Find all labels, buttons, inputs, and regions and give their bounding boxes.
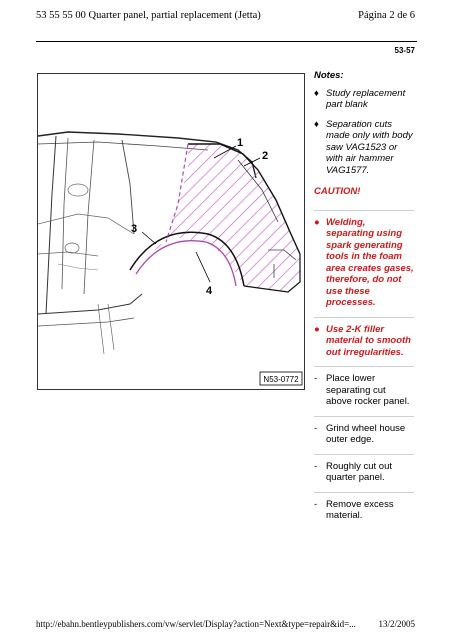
divider <box>314 209 414 211</box>
figure-id: N53-0772 <box>263 375 299 384</box>
callout-1: 1 <box>237 137 243 149</box>
diamond-bullet-icon: ♦ <box>314 118 319 130</box>
document-title: 53 55 55 00 Quarter panel, partial repla… <box>36 10 261 21</box>
figure-id-box <box>259 371 303 386</box>
step-item: - Roughly cut out quarter panel. <box>314 461 414 484</box>
step-text: Grind wheel house outer edge. <box>326 422 406 446</box>
dash-bullet-icon: - <box>314 422 318 434</box>
dash-bullet-icon: - <box>314 373 318 384</box>
callout-4: 4 <box>206 285 213 297</box>
header-rule <box>36 41 417 42</box>
note-text: Study replacement part blank <box>326 87 406 111</box>
divider <box>314 415 414 417</box>
callout-3: 3 <box>131 223 137 235</box>
notes-column: Notes: ♦ Study replacement part blank ♦ … <box>314 70 414 530</box>
print-date: 13/2/2005 <box>378 619 415 629</box>
note-item: ♦ Separation cuts made only with body sa… <box>314 119 414 177</box>
dot-bullet-icon: ● <box>314 323 320 335</box>
step-text: Roughly cut out quarter panel. <box>326 460 393 484</box>
source-url-link[interactable]: http://ebahn.bentleypublishers.com/vw/se… <box>36 619 356 629</box>
divider <box>314 491 414 493</box>
page-indicator: Página 2 de 6 <box>358 10 415 21</box>
caution-item: ● Welding, separating using spark genera… <box>314 217 414 309</box>
step-item: - Remove excess material. <box>314 499 414 522</box>
divider <box>314 316 414 318</box>
quarter-panel-illustration: 1 2 3 4 N53-0772 <box>37 73 305 390</box>
step-item: - Place lower separating cut above rocke… <box>314 373 414 408</box>
step-text: Place lower separating cut above rocker … <box>326 373 410 407</box>
caution-heading: CAUTION! <box>314 186 361 197</box>
note-item: ♦ Study replacement part blank <box>314 88 414 111</box>
dash-bullet-icon: - <box>314 498 318 510</box>
dash-bullet-icon: - <box>314 460 318 472</box>
divider <box>314 366 414 367</box>
diamond-bullet-icon: ♦ <box>314 87 319 99</box>
note-text: Separation cuts made only with body saw … <box>326 118 413 176</box>
caution-text: Welding, separating using spark generati… <box>326 216 414 309</box>
step-text: Remove excess material. <box>326 498 394 522</box>
caution-text: Use 2-K filler material to smooth out ir… <box>326 323 411 358</box>
car-body-diagram: 1 2 3 4 N53-0772 <box>38 131 303 386</box>
notes-heading: Notes: <box>314 70 344 81</box>
page-code: 53-57 <box>394 46 415 55</box>
dot-bullet-icon: ● <box>314 216 320 228</box>
divider <box>314 453 414 455</box>
step-item: - Grind wheel house outer edge. <box>314 423 414 446</box>
caution-item: ● Use 2-K filler material to smooth out … <box>314 324 414 359</box>
callout-2: 2 <box>262 150 268 162</box>
